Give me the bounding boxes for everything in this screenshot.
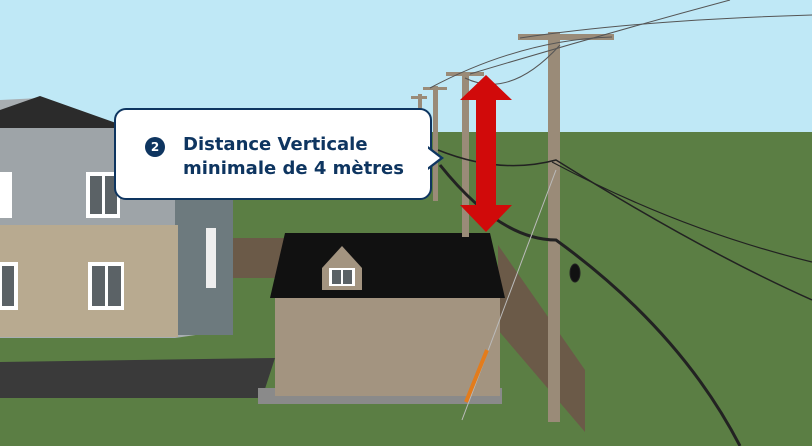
vertical-distance-arrow [460, 75, 512, 232]
callout-line-1: Distance Verticale [183, 134, 368, 155]
callout-line-2: minimale de 4 mètres [183, 158, 404, 179]
step-number-badge: 2 [145, 137, 165, 157]
shed [258, 233, 505, 404]
side-fence [498, 245, 585, 432]
callout-box [114, 108, 432, 200]
driveway [0, 358, 275, 398]
callout-text: Distance Verticale minimale de 4 mètres [183, 133, 404, 181]
guy-wire-guard [464, 349, 489, 403]
callout-pointer-fill [427, 148, 440, 168]
